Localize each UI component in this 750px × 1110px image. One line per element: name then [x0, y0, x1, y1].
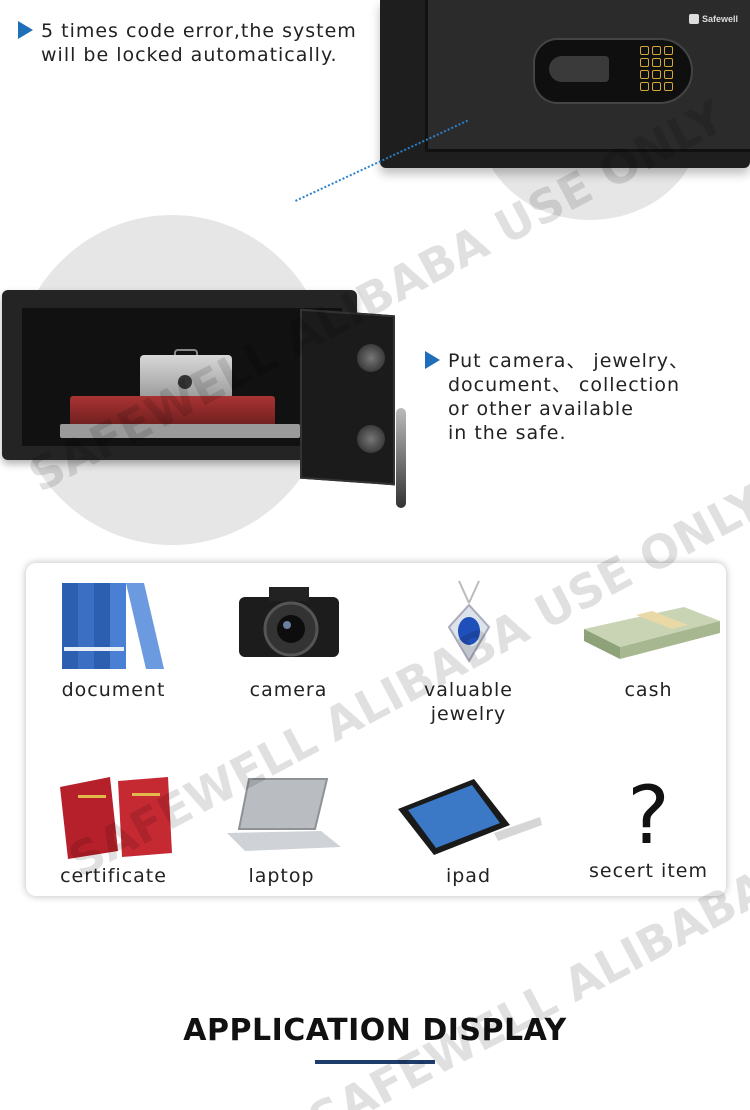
item-jewelry: valuable jewelry: [381, 577, 556, 726]
door-knob-icon: [357, 344, 385, 372]
document-binders-icon: [61, 583, 164, 669]
application-items-panel: document camera valuable jewelry cash: [26, 563, 726, 896]
cash-stack-icon: [583, 607, 720, 659]
keypad-buttons: [640, 46, 673, 91]
open-safe-door: [300, 308, 395, 486]
item-certificate: certificate: [26, 773, 201, 888]
closed-safe-image: Safewell: [380, 0, 750, 168]
laptop-icon: [226, 778, 341, 851]
storage-note-text: Put camera、 jewelry、 document、 collectio…: [448, 350, 689, 444]
item-label: secert item: [589, 860, 708, 882]
override-key-icon: [396, 408, 406, 508]
keypad-display: [549, 56, 609, 82]
certificate-booklet-icon: [59, 777, 172, 859]
item-document: document: [26, 577, 201, 702]
safe-brand-logo: Safewell: [688, 14, 738, 24]
camera-icon: [238, 587, 339, 657]
item-label: document: [61, 679, 166, 701]
triangle-bullet-icon: [425, 351, 440, 369]
section-title: APPLICATION DISPLAY: [183, 1013, 567, 1048]
item-label: certificate: [60, 865, 167, 887]
item-ipad: ipad: [381, 773, 556, 888]
cash-box: [140, 349, 232, 399]
item-laptop: laptop: [194, 773, 369, 888]
item-label: laptop: [248, 865, 315, 887]
item-label: valuable jewelry: [424, 679, 513, 725]
item-label: ipad: [445, 865, 492, 887]
question-mark-icon: ?: [627, 769, 670, 862]
item-cash: cash: [561, 577, 736, 702]
red-book: [70, 396, 275, 426]
door-knob-icon: [357, 425, 385, 453]
lock-note-text: 5 times code error,the system will be lo…: [41, 20, 357, 66]
item-camera: camera: [201, 577, 376, 702]
electronic-keypad: [533, 38, 693, 104]
jewelry-pendant-icon: [447, 580, 490, 663]
safe-door: Safewell: [425, 0, 750, 152]
item-label: camera: [249, 679, 328, 701]
laptop-in-safe: [60, 424, 300, 438]
item-label: cash: [624, 679, 673, 701]
item-secret: ? secert item: [561, 773, 736, 883]
lock-note-callout: 5 times code error,the system will be lo…: [18, 19, 357, 67]
tablet-icon: [397, 779, 542, 855]
title-underline: [315, 1060, 435, 1064]
triangle-bullet-icon: [18, 21, 33, 39]
storage-note-callout: Put camera、 jewelry、 document、 collectio…: [425, 349, 689, 445]
